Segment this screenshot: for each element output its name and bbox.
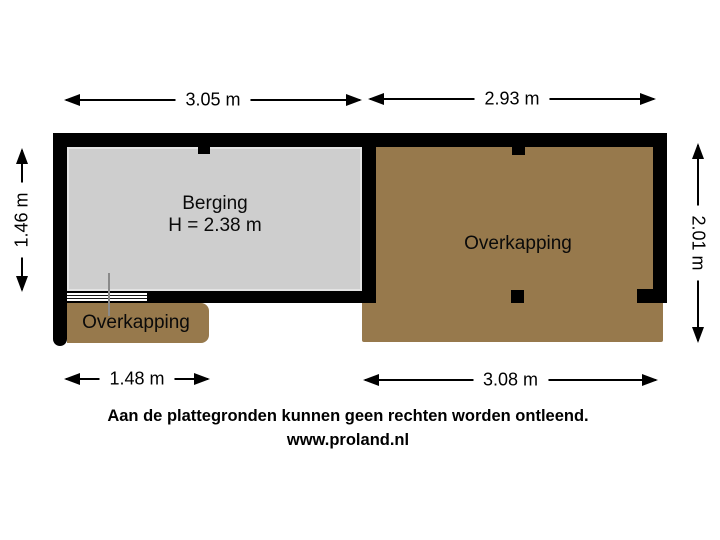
dimension-label: 2.01 m bbox=[686, 205, 710, 281]
footer-disclaimer-block: Aan de plattegronden kunnen geen rechten… bbox=[0, 404, 696, 452]
arrowhead-down-icon bbox=[692, 327, 704, 343]
wall-right bbox=[653, 133, 667, 303]
wall-bottom bbox=[145, 291, 376, 303]
arrowhead-down-icon bbox=[16, 276, 28, 292]
berging-label-block: Berging H = 2.38 m bbox=[168, 193, 261, 237]
arrowhead-right-icon bbox=[642, 374, 658, 386]
arrowhead-right-icon bbox=[346, 94, 362, 106]
post-marker-overkapping bbox=[511, 290, 524, 303]
dimension-right: 2.01 m bbox=[686, 143, 710, 343]
arrowhead-up-icon bbox=[692, 143, 704, 159]
wall-middle bbox=[362, 147, 376, 303]
overkapping-left-area bbox=[67, 303, 209, 343]
arrowhead-left-icon bbox=[363, 374, 379, 386]
overkapping-left-label: Overkapping bbox=[82, 312, 190, 333]
berging-height-label: H = 2.38 m bbox=[168, 215, 262, 236]
dimension-bottom-left: 1.48 m bbox=[64, 367, 210, 391]
berging-room bbox=[67, 147, 362, 291]
overkapping-right-label: Overkapping bbox=[464, 233, 572, 254]
wall-right-foot bbox=[637, 289, 667, 303]
dimension-left: 1.46 m bbox=[10, 148, 34, 292]
dimension-label: 1.48 m bbox=[99, 367, 175, 391]
arrowhead-right-icon bbox=[640, 93, 656, 105]
wall-left bbox=[53, 133, 67, 346]
website-text: www.proland.nl bbox=[286, 431, 410, 449]
arrowhead-left-icon bbox=[64, 94, 80, 106]
arrowhead-left-icon bbox=[64, 373, 80, 385]
dimension-bottom-right: 3.08 m bbox=[363, 368, 658, 392]
door-marker-line bbox=[108, 273, 110, 316]
wall-top bbox=[53, 133, 667, 147]
dimension-label: 3.05 m bbox=[175, 88, 251, 112]
overkapping-right-area bbox=[376, 147, 653, 303]
disclaimer-text: Aan de plattegronden kunnen geen rechten… bbox=[107, 407, 589, 425]
dimension-top-right: 2.93 m bbox=[368, 87, 656, 111]
overkapping-right-lower-area bbox=[362, 303, 663, 342]
post-marker-top-berging bbox=[198, 147, 210, 154]
berging-label: Berging bbox=[182, 193, 248, 214]
arrowhead-right-icon bbox=[194, 373, 210, 385]
window-symbol bbox=[67, 291, 147, 303]
arrowhead-left-icon bbox=[368, 93, 384, 105]
dimension-label: 3.08 m bbox=[472, 368, 549, 392]
dimension-label: 1.46 m bbox=[10, 182, 34, 258]
post-marker-top-overkapping bbox=[512, 147, 525, 155]
dimension-top-left: 3.05 m bbox=[64, 88, 362, 112]
dimension-label: 2.93 m bbox=[474, 87, 550, 111]
arrowhead-up-icon bbox=[16, 148, 28, 164]
